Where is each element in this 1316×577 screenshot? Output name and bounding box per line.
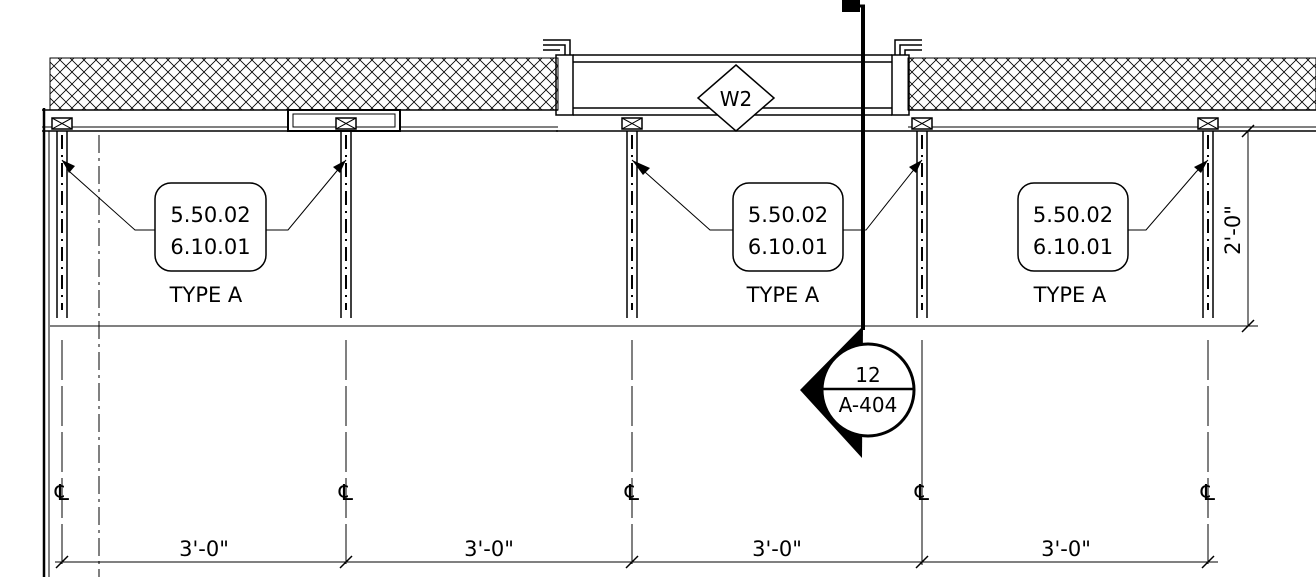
- window-tag-label: W2: [720, 87, 753, 111]
- callout-box: [1017, 182, 1129, 272]
- section-cut: 12 A-404: [800, 0, 916, 458]
- type-label: TYPE A: [1033, 283, 1107, 307]
- callout: 5.50.02 6.10.01 TYPE A: [631, 159, 923, 307]
- spacing-dimension-label: 3'-0": [179, 537, 229, 561]
- callout-box: [154, 182, 267, 272]
- spacing-dimension-label: 3'-0": [752, 537, 802, 561]
- callout-ref-1: 5.50.02: [170, 203, 250, 227]
- centerline-symbol: ℄: [338, 481, 354, 506]
- insulation-hatch-right: [907, 57, 1316, 111]
- left-wall-edge: [42, 108, 50, 577]
- centerline-symbol: ℄: [624, 481, 640, 506]
- centerline-symbol: ℄: [54, 481, 70, 506]
- window-tag: W2: [696, 64, 776, 132]
- hanger-channel: [621, 117, 643, 318]
- spacing-dimension-line: [55, 555, 1218, 569]
- callout: 5.50.02 6.10.01 TYPE A: [61, 159, 347, 307]
- hanger-channel: [335, 117, 357, 318]
- type-label: TYPE A: [169, 283, 243, 307]
- callout-ref-2: 6.10.01: [748, 235, 828, 259]
- callout-ref-2: 6.10.01: [170, 235, 250, 259]
- callout-ref-1: 5.50.02: [748, 203, 828, 227]
- insulation-hatch-left: [49, 57, 559, 111]
- vertical-dimension-label: 2'-0": [1221, 205, 1245, 255]
- hanger-channel: [911, 117, 933, 318]
- vertical-dimension: [1218, 124, 1258, 333]
- type-label: TYPE A: [746, 283, 820, 307]
- callout: 5.50.02 6.10.01 TYPE A: [1017, 159, 1209, 307]
- centerline-symbol: ℄: [914, 481, 930, 506]
- callout-ref-2: 6.10.01: [1033, 235, 1113, 259]
- callout-box: [732, 182, 844, 272]
- centerline-symbol: ℄: [1200, 481, 1216, 506]
- ceiling-lines: [42, 109, 1316, 327]
- hanger-channel: [1197, 117, 1219, 318]
- spacing-dimension-label: 3'-0": [1041, 537, 1091, 561]
- section-detail-number: 12: [855, 363, 880, 387]
- centerline-extensions: [61, 340, 1209, 565]
- spacing-dimension-label: 3'-0": [464, 537, 514, 561]
- callout-ref-1: 5.50.02: [1033, 203, 1113, 227]
- hanger-channel: [51, 117, 73, 318]
- section-sheet-number: A-404: [839, 393, 898, 417]
